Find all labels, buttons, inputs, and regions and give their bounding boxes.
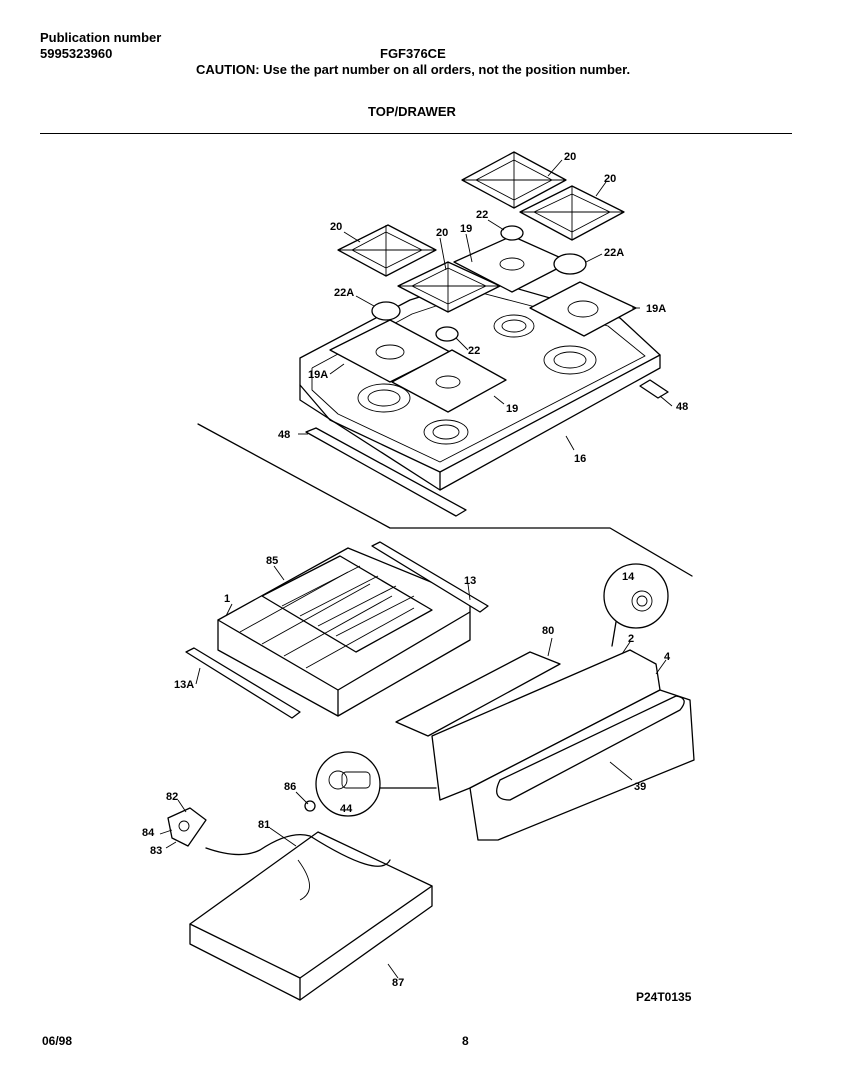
bottom-panel-87 — [189, 831, 433, 1001]
callout-19A: 19A — [308, 369, 328, 381]
callout-82: 82 — [166, 791, 178, 803]
callout-87: 87 — [392, 977, 404, 989]
callout-22A: 22A — [334, 287, 354, 299]
callout-20: 20 — [604, 173, 616, 185]
callout-22: 22 — [468, 345, 480, 357]
drawer-slide-13A — [185, 647, 301, 719]
footer-page-number: 8 — [462, 1034, 469, 1048]
publication-number: 5995323960 — [40, 46, 113, 61]
header-divider — [40, 133, 792, 134]
publication-number-label: Publication number — [40, 30, 162, 45]
callout-44: 44 — [340, 803, 353, 815]
callout-circle-44 — [315, 751, 437, 817]
callout-16: 16 — [574, 453, 586, 465]
callout-84: 84 — [142, 827, 155, 839]
callout-80: 80 — [542, 625, 554, 637]
rack-85 — [261, 555, 433, 653]
callout-labels: 20 20 20 20 22 19 22A 22A 19A 22 19A 19 … — [142, 151, 688, 989]
drawer-slide-13 — [371, 541, 489, 613]
drawer-front-panel — [395, 649, 695, 841]
section-separator-line — [197, 423, 693, 577]
valve-bracket-82 — [167, 807, 207, 847]
footer-date: 06/98 — [42, 1034, 73, 1048]
callout-20: 20 — [564, 151, 576, 163]
grates-20 — [337, 151, 625, 313]
callout-81: 81 — [258, 819, 270, 831]
callout-13: 13 — [464, 575, 476, 587]
callout-13A: 13A — [174, 679, 194, 691]
callout-19A: 19A — [646, 303, 666, 315]
callout-14: 14 — [622, 571, 635, 583]
callout-2: 2 — [628, 633, 634, 645]
callout-circle-14 — [603, 563, 669, 647]
section-title: TOP/DRAWER — [368, 104, 456, 119]
side-trim-48-right — [639, 379, 669, 399]
burner-caps-22 — [371, 225, 587, 342]
cooktop-assembly — [197, 151, 693, 577]
figure-id: P24T0135 — [636, 990, 692, 1004]
callout-85: 85 — [266, 555, 278, 567]
side-trim-48-left — [305, 427, 467, 517]
callout-48: 48 — [676, 401, 688, 413]
callout-19: 19 — [460, 223, 472, 235]
callout-48: 48 — [278, 429, 290, 441]
gas-tube-81 — [205, 833, 391, 867]
callout-19: 19 — [506, 403, 518, 415]
callout-22A: 22A — [604, 247, 624, 259]
callout-20: 20 — [436, 227, 448, 239]
callout-20: 20 — [330, 221, 342, 233]
callout-83: 83 — [150, 845, 162, 857]
callout-39: 39 — [634, 781, 646, 793]
callout-86: 86 — [284, 781, 296, 793]
model-number: FGF376CE — [380, 46, 446, 61]
callout-4: 4 — [664, 651, 671, 663]
drawer-assembly — [167, 541, 695, 1001]
callout-1: 1 — [224, 593, 230, 605]
callout-22: 22 — [476, 209, 488, 221]
caution-note: CAUTION: Use the part number on all orde… — [196, 62, 631, 77]
callout-leaders — [159, 159, 673, 979]
